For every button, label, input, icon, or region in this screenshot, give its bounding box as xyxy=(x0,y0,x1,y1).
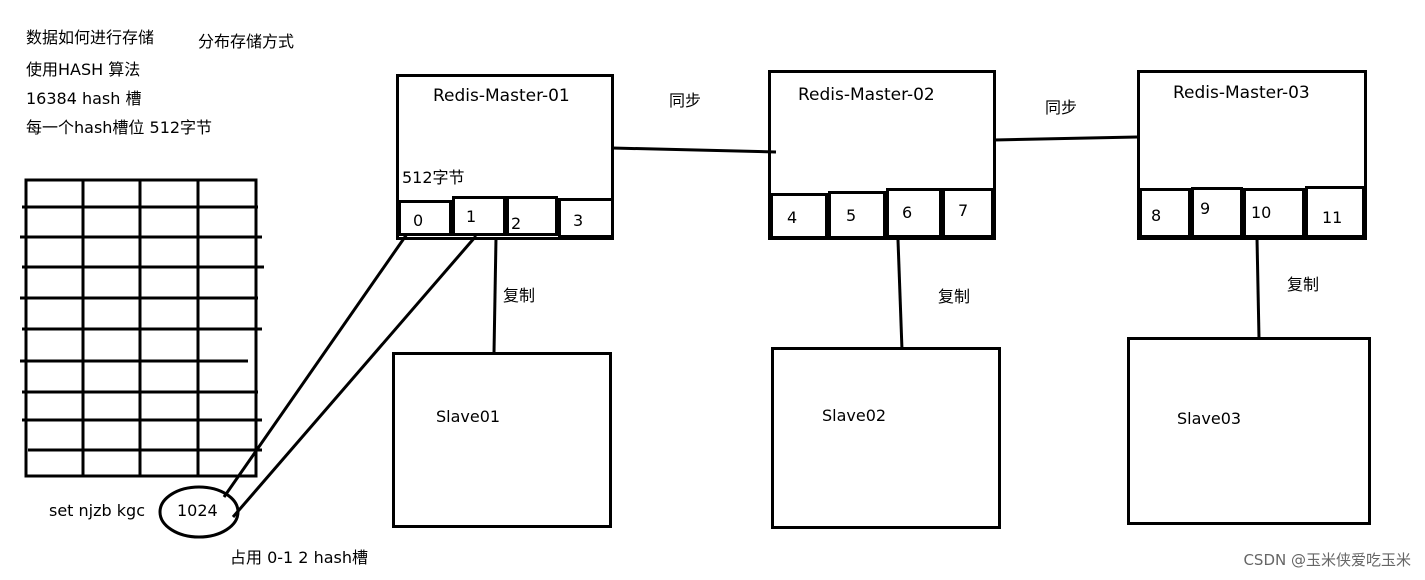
mapping-line-slot-1 xyxy=(231,235,478,518)
slave-01-box xyxy=(392,352,612,528)
slot-4 xyxy=(770,193,828,239)
slave-02-label: Slave02 xyxy=(822,406,887,425)
note-line-4: 每一个hash槽位 512字节 xyxy=(26,118,213,137)
mapping-line-slot-0 xyxy=(222,233,409,498)
master-01-box xyxy=(396,74,614,240)
master-02-title: Redis-Master-02 xyxy=(798,85,935,105)
occupy-label: 占用 0-1 2 hash槽 xyxy=(230,548,368,567)
slot-3 xyxy=(558,198,614,238)
sync-line-2 xyxy=(993,135,1138,142)
slot-6 xyxy=(886,188,942,238)
master-03-box xyxy=(1137,70,1367,240)
slave-01-label: Slave01 xyxy=(436,407,501,426)
slot-1 xyxy=(452,196,506,236)
note-line-1: 数据如何进行存储 xyxy=(26,28,155,47)
slot-4-label: 4 xyxy=(787,208,798,227)
note-line-1b: 分布存储方式 xyxy=(198,32,295,51)
slot-11 xyxy=(1305,186,1365,238)
hash-slot-grid xyxy=(20,178,264,478)
note-line-2: 使用HASH 算法 xyxy=(26,60,141,79)
replicate-label-1: 复制 xyxy=(503,286,536,305)
slot-5-label: 5 xyxy=(846,206,857,225)
slave-02-box xyxy=(771,347,1001,529)
note-line-3: 16384 hash 槽 xyxy=(26,89,142,108)
slot-7 xyxy=(942,188,994,238)
csdn-watermark: CSDN @玉米侠爱吃玉米 xyxy=(1243,551,1411,569)
slot-0-label: 0 xyxy=(413,211,424,230)
slot-1-label: 1 xyxy=(466,207,477,226)
key-hash-value: 1024 xyxy=(177,501,218,520)
slot-8-label: 8 xyxy=(1151,206,1162,225)
slot-11-label: 11 xyxy=(1322,208,1343,227)
replicate-label-2: 复制 xyxy=(938,287,971,306)
slot-10-label: 10 xyxy=(1251,203,1272,222)
slot-6-label: 6 xyxy=(902,203,913,222)
sync-label-1: 同步 xyxy=(669,91,702,110)
set-command: set njzb kgc xyxy=(49,501,145,520)
slot-3-label: 3 xyxy=(573,211,584,230)
replicate-line-2 xyxy=(896,239,904,351)
replicate-line-3 xyxy=(1255,237,1261,339)
slot-10 xyxy=(1243,188,1305,238)
sync-label-2: 同步 xyxy=(1045,98,1078,117)
slot-2 xyxy=(506,196,558,236)
slave-03-label: Slave03 xyxy=(1177,409,1242,428)
slot-9-label: 9 xyxy=(1200,199,1211,218)
slot-7-label: 7 xyxy=(958,201,969,220)
slot-9 xyxy=(1191,187,1243,238)
slot-5 xyxy=(828,191,886,239)
master-01-note: 512字节 xyxy=(402,168,465,187)
replicate-line-1 xyxy=(492,237,498,354)
master-01-title: Redis-Master-01 xyxy=(433,86,570,106)
slot-2-label: 2 xyxy=(511,214,522,233)
slot-0 xyxy=(398,200,452,236)
slot-8 xyxy=(1139,188,1191,238)
replicate-label-3: 复制 xyxy=(1287,275,1320,294)
slave-03-box xyxy=(1127,337,1371,525)
master-03-title: Redis-Master-03 xyxy=(1173,83,1310,103)
sync-line-1 xyxy=(611,146,777,154)
